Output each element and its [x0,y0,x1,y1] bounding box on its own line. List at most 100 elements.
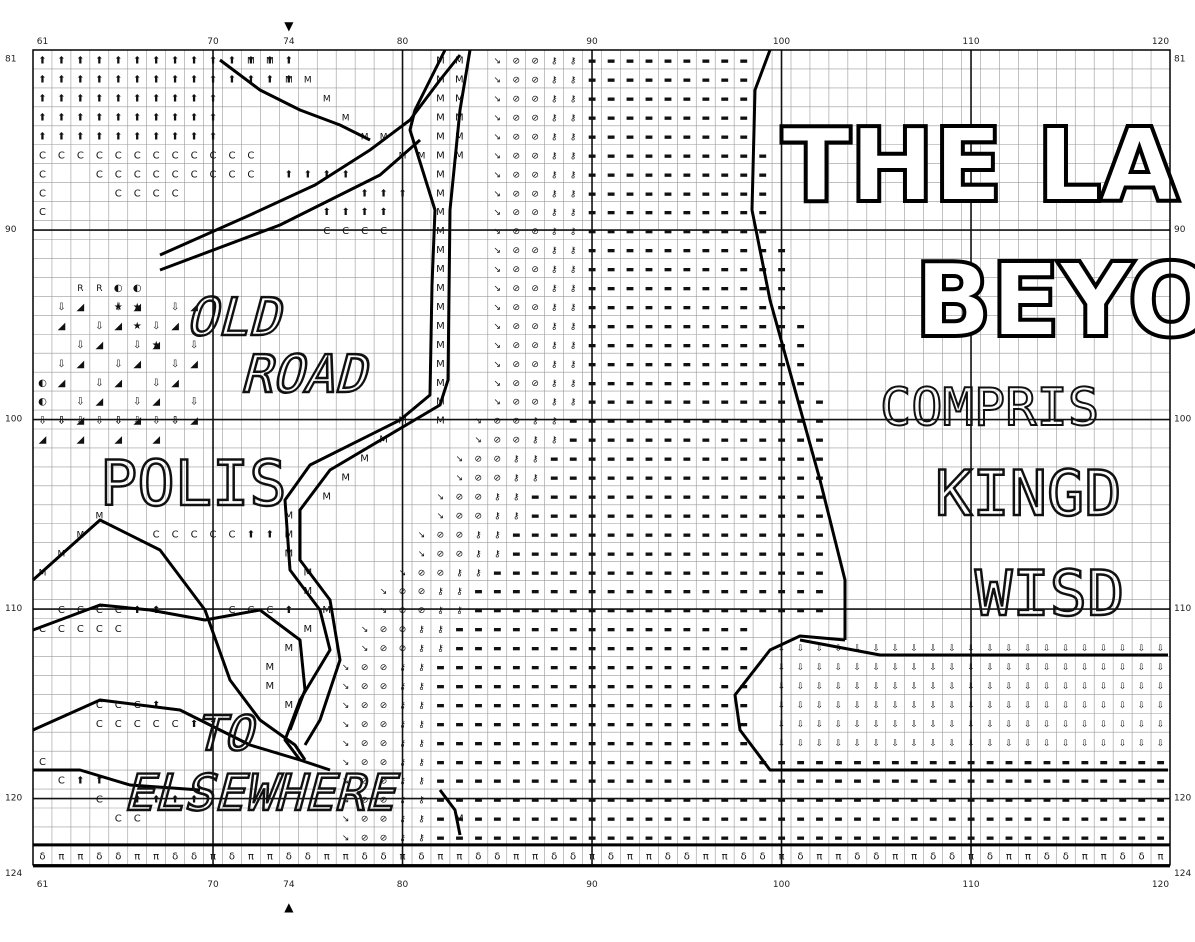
band-stitch: ⊘ [399,625,407,635]
band-stitch: ⊘ [512,398,520,408]
band-stitch: ▬ [739,834,748,844]
band-stitch: ▬ [569,436,578,446]
band-stitch: ▬ [607,95,616,105]
hollow-down-stitch: ⇩ [891,644,899,654]
m-stitch: M [436,283,445,294]
box-stitch: ▬ [872,796,881,806]
band-stitch: ▬ [777,606,786,616]
c-stitch: C [134,169,141,180]
band-stitch: ▬ [664,322,673,332]
band-stitch: ▬ [664,208,673,218]
hollow-down-stitch: ⇩ [95,321,103,332]
band-stitch: ▬ [664,455,673,465]
border-stitch: δ [39,852,45,863]
box-stitch: ▬ [815,758,824,768]
hollow-down-stitch: ⇩ [948,720,956,730]
border-stitch: π [248,852,254,863]
band-stitch: ▬ [493,758,502,768]
band-stitch: ▬ [720,606,729,616]
box-stitch: ▬ [929,777,938,787]
triangle-stitch: ◢ [171,378,179,389]
band-stitch: ⊘ [456,492,464,502]
band-stitch: ↘ [418,549,426,559]
band-stitch: ▬ [664,796,673,806]
band-stitch: ▬ [626,284,635,294]
arrow-up-stitch: ⬆ [190,795,198,806]
hollow-down-stitch: ⇩ [152,416,160,427]
band-stitch: ▬ [607,57,616,67]
band-stitch: ▬ [512,834,521,844]
arrow-up-stitch: ⬆ [57,56,65,67]
box-stitch: ▬ [891,777,900,787]
border-stitch: π [911,852,917,863]
band-stitch: ↘ [475,436,483,446]
center-marker-bottom: ▲ [284,900,294,914]
band-stitch: ▬ [758,322,767,332]
band-stitch: ⚷ [551,227,558,237]
half-circle-stitch: ◐ [38,397,47,408]
hollow-down-stitch: ⇩ [1062,739,1070,749]
band-stitch: ▬ [701,436,710,446]
band-stitch: ⚷ [437,587,444,597]
box-stitch: ▬ [777,777,786,787]
box-stitch: ▬ [796,758,805,768]
box-stitch: ▬ [1137,758,1146,768]
band-stitch: ▬ [550,549,559,559]
band-stitch: ⊘ [380,663,388,673]
arrow-up-stitch: ⬆ [171,56,179,67]
box-stitch: ▬ [1062,777,1071,787]
band-stitch: ⊘ [531,284,539,294]
m-stitch: M [455,150,464,161]
band-stitch: ▬ [664,549,673,559]
band-stitch: ▬ [777,492,786,502]
border-stitch: δ [1044,852,1050,863]
band-stitch: ⚷ [570,322,577,332]
box-stitch: ▬ [872,815,881,825]
band-stitch: ▬ [531,663,540,673]
band-stitch: ⊘ [418,568,426,578]
hollow-down-stitch: ⇩ [910,644,918,654]
band-stitch: ▬ [550,587,559,597]
hollow-down-stitch: ⇩ [873,739,881,749]
band-stitch: ▬ [436,663,445,673]
band-stitch: ▬ [569,777,578,787]
hollow-down-stitch: ⇩ [114,416,122,427]
band-stitch: ▬ [683,682,692,692]
border-stitch: π [1082,852,1088,863]
border-stitch: π [437,852,443,863]
band-stitch: ▬ [493,568,502,578]
band-stitch: ▬ [550,701,559,711]
band-stitch: ⊘ [437,549,445,559]
band-stitch: ▬ [436,834,445,844]
band-stitch: ▬ [588,511,597,521]
band-stitch: ⊘ [380,815,388,825]
arrow-up-stitch: ⬆ [114,56,122,67]
m-stitch: M [76,530,84,540]
band-stitch: ▬ [607,625,616,635]
band-stitch: ▬ [569,720,578,730]
band-stitch: ⊘ [531,322,539,332]
band-stitch: ▬ [701,720,710,730]
hollow-down-stitch: ⇩ [1100,739,1108,749]
band-stitch: ▬ [664,474,673,484]
hollow-down-stitch: ⇩ [1062,682,1070,692]
band-stitch: ⚷ [570,151,577,161]
band-stitch: ▬ [777,474,786,484]
band-stitch: ⊘ [456,530,464,540]
band-stitch: ▬ [758,530,767,540]
band-stitch: ▬ [645,379,654,389]
arrow-up-stitch: ⬆ [190,94,198,105]
band-stitch: ↘ [342,663,350,673]
band-stitch: ⊘ [512,284,520,294]
band-stitch: ▬ [815,492,824,502]
c-stitch: C [77,150,84,161]
band-stitch: ⚷ [551,76,558,86]
arrow-up-stitch: ⬆ [133,75,141,86]
band-stitch: ⊘ [494,455,502,465]
hollow-down-stitch: ⇩ [967,663,975,673]
band-stitch: ▬ [626,76,635,86]
hollow-down-stitch: ⇩ [1157,644,1165,654]
band-stitch: ▬ [683,625,692,635]
hollow-down-stitch: ⇩ [1062,720,1070,730]
c-stitch: C [228,605,235,616]
